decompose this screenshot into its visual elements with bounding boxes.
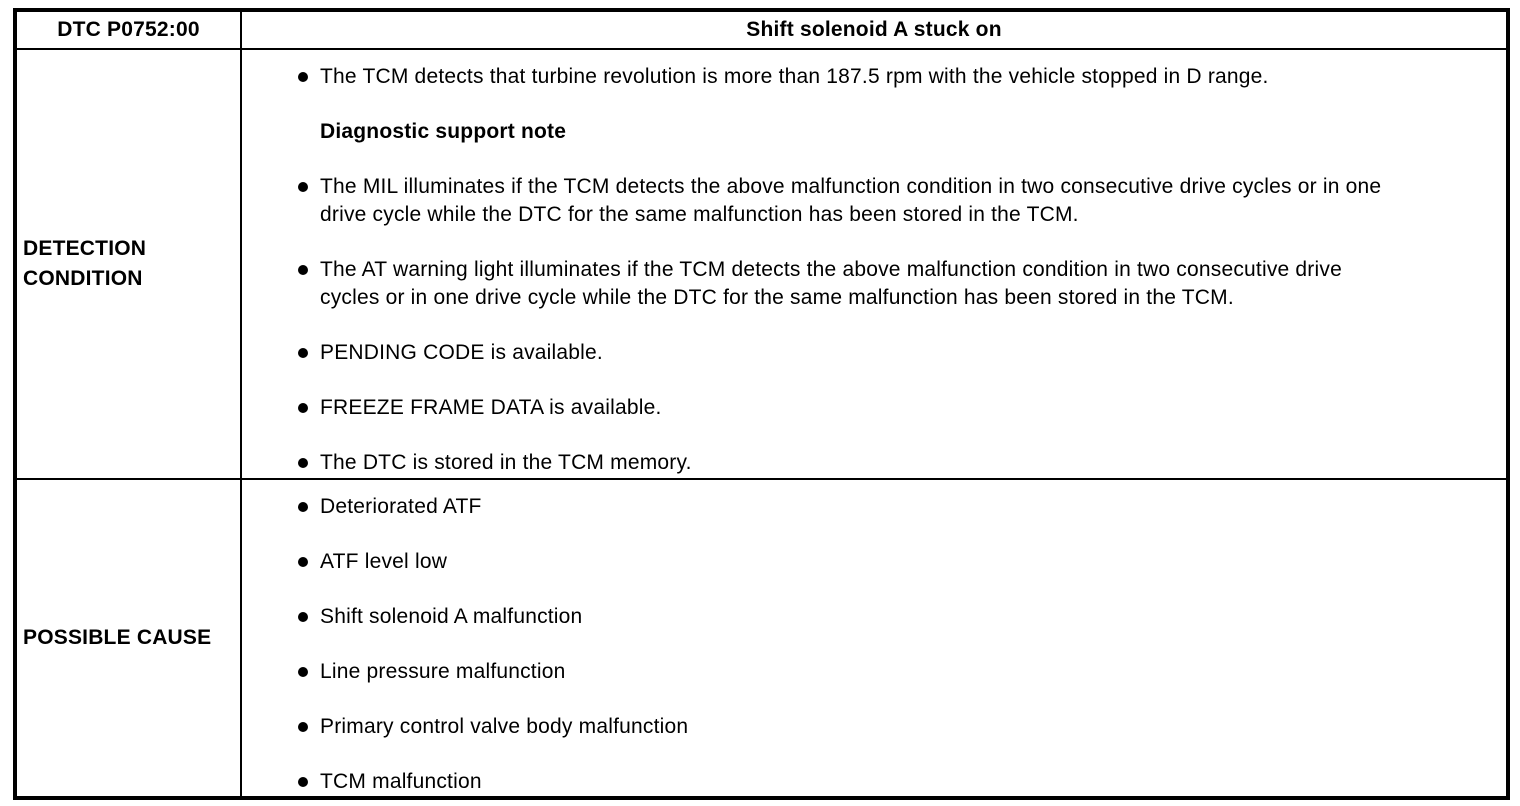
bullet-item: Deteriorated ATF (298, 493, 1406, 521)
bullet-icon (298, 394, 320, 422)
dtc-title-cell: Shift solenoid A stuck on (242, 12, 1506, 50)
bullet-text: Line pressure malfunction (320, 660, 566, 683)
dtc-title-text: Shift solenoid A stuck on (746, 18, 1002, 41)
bullet-item: PENDING CODE is available. (298, 339, 1406, 367)
bullet-text: The DTC is stored in the TCM memory. (320, 451, 692, 474)
bullet-item: The MIL illuminates if the TCM detects t… (298, 173, 1406, 229)
subheading-text: Diagnostic support note (320, 120, 567, 143)
bullet-text: Deteriorated ATF (320, 495, 482, 518)
possible-cause-content-cell: Deteriorated ATF ATF level low Shift sol… (242, 480, 1506, 796)
bullet-text: The TCM detects that turbine revolution … (320, 65, 1269, 88)
dtc-diagnostic-table: DTC P0752:00 Shift solenoid A stuck on D… (13, 8, 1510, 800)
bullet-item: Line pressure malfunction (298, 658, 1406, 686)
bullet-text: PENDING CODE is available. (320, 341, 603, 364)
bullet-item: ATF level low (298, 548, 1406, 576)
detection-condition-label-cell: DETECTION CONDITION (17, 50, 242, 480)
dtc-code-cell: DTC P0752:00 (17, 12, 242, 50)
detection-condition-content-cell: The TCM detects that turbine revolution … (242, 50, 1506, 480)
bullet-icon (298, 449, 320, 477)
bullet-item: The DTC is stored in the TCM memory. (298, 449, 1406, 477)
bullet-icon (298, 658, 320, 686)
bullet-icon (298, 339, 320, 367)
bullet-icon (298, 713, 320, 741)
bullet-icon (298, 603, 320, 631)
detection-condition-label: DETECTION CONDITION (23, 237, 147, 290)
bullet-icon (298, 768, 320, 796)
bullet-item: TCM malfunction (298, 768, 1406, 796)
bullet-item: Shift solenoid A malfunction (298, 603, 1406, 631)
bullet-icon (298, 173, 320, 201)
bullet-text: TCM malfunction (320, 770, 482, 793)
dtc-code-text: DTC P0752:00 (57, 18, 200, 41)
diagnostic-support-note-subheading: Diagnostic support note (298, 118, 1406, 146)
bullet-text: The AT warning light illuminates if the … (320, 258, 1342, 309)
bullet-item: The TCM detects that turbine revolution … (298, 63, 1406, 91)
bullet-text: ATF level low (320, 550, 448, 573)
bullet-text: Primary control valve body malfunction (320, 715, 689, 738)
possible-cause-label-cell: POSSIBLE CAUSE (17, 480, 242, 796)
bullet-icon (298, 493, 320, 521)
bullet-icon (298, 63, 320, 91)
bullet-item: FREEZE FRAME DATA is available. (298, 394, 1406, 422)
bullet-icon (298, 548, 320, 576)
bullet-item: The AT warning light illuminates if the … (298, 256, 1406, 312)
bullet-icon (298, 256, 320, 284)
bullet-text: Shift solenoid A malfunction (320, 605, 583, 628)
possible-cause-label: POSSIBLE CAUSE (23, 626, 212, 649)
bullet-item: Primary control valve body malfunction (298, 713, 1406, 741)
bullet-text: FREEZE FRAME DATA is available. (320, 396, 662, 419)
bullet-text: The MIL illuminates if the TCM detects t… (320, 175, 1382, 226)
